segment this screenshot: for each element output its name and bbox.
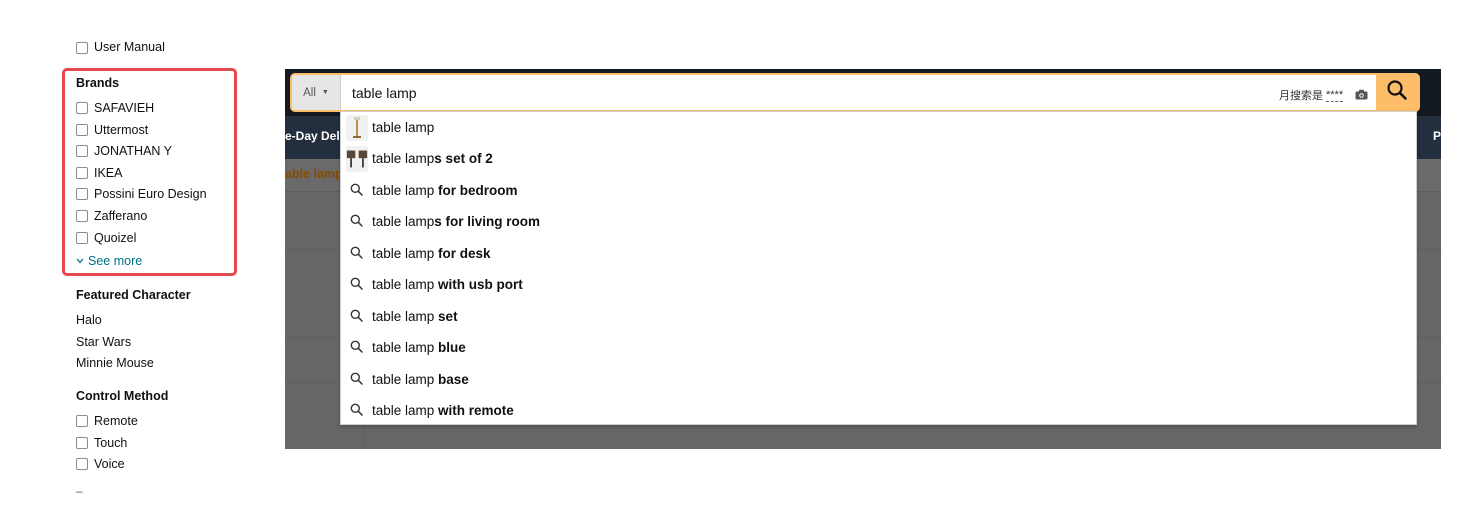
department-label: All: [303, 86, 316, 99]
brand-filter-ikea[interactable]: IKEA: [76, 164, 123, 182]
checkbox[interactable]: [76, 188, 88, 200]
control-filter-voice[interactable]: Voice: [76, 455, 125, 473]
filter-label: Possini Euro Design: [94, 187, 207, 201]
suggestion-item[interactable]: table lamp: [341, 112, 1416, 143]
character-link-minnie-mouse[interactable]: Minnie Mouse: [76, 356, 154, 370]
search-icon: [350, 309, 363, 325]
brand-filter-uttermost[interactable]: Uttermost: [76, 121, 148, 139]
suggestion-item[interactable]: table lamp set: [341, 301, 1416, 332]
lamp-set-thumbnail: [345, 145, 368, 172]
brand-filter-quoizel[interactable]: Quoizel: [76, 229, 136, 247]
checkbox[interactable]: [76, 415, 88, 427]
brand-filter-safavieh[interactable]: SAFAVIEH: [76, 99, 154, 117]
search-icon: [1386, 79, 1408, 106]
breadcrumb-fragment[interactable]: able lamp: [285, 167, 343, 181]
search-suggestions-dropdown: table lamp table lamps set of 2 table la…: [340, 111, 1417, 425]
search-submit-button[interactable]: [1376, 75, 1418, 110]
brands-highlight-box: [62, 68, 237, 276]
monthly-label: 月搜索是: [1279, 90, 1323, 102]
monthly-search-info: 月搜索是 ****: [1279, 87, 1344, 103]
suggestion-item[interactable]: table lamp with remote: [341, 395, 1416, 426]
suggestion-item[interactable]: table lamp blue: [341, 332, 1416, 363]
search-icon: [350, 246, 363, 262]
featured-character-title: Featured Character: [76, 288, 191, 302]
filter-label: Voice: [94, 457, 125, 471]
filter-label: JONATHAN Y: [94, 144, 173, 158]
control-filter-remote[interactable]: Remote: [76, 412, 138, 430]
checkbox[interactable]: [76, 42, 88, 54]
filter-label: IKEA: [94, 166, 123, 180]
suggestion-item[interactable]: table lamps for living room: [341, 206, 1416, 237]
suggestion-item[interactable]: table lamps set of 2: [341, 143, 1416, 174]
see-more-label: See more: [88, 254, 143, 268]
filter-label: User Manual: [94, 42, 165, 54]
filter-label: Quoizel: [94, 231, 137, 245]
checkbox[interactable]: [76, 232, 88, 244]
character-link-star-wars[interactable]: Star Wars: [76, 335, 132, 349]
filter-label: Touch: [94, 436, 128, 450]
checkbox[interactable]: [76, 458, 88, 470]
subnav-link-fragment[interactable]: e-Day Deli: [285, 129, 344, 143]
see-more-link[interactable]: See more: [76, 254, 142, 268]
search-icon: [350, 277, 363, 293]
search-icon: [350, 214, 363, 230]
department-select[interactable]: All ▼: [292, 75, 341, 110]
filter-label: Uttermost: [94, 123, 149, 137]
checkbox[interactable]: [76, 210, 88, 222]
checkbox[interactable]: [76, 124, 88, 136]
control-filter-touch[interactable]: Touch: [76, 434, 127, 452]
clipped-filter-item[interactable]: User Manual: [76, 42, 165, 54]
caret-down-icon: ▼: [321, 89, 329, 96]
monthly-value: ****: [1326, 88, 1344, 102]
brand-filter-possini[interactable]: Possini Euro Design: [76, 185, 207, 203]
suggestion-item[interactable]: table lamp base: [341, 364, 1416, 395]
character-link-halo[interactable]: Halo: [76, 313, 102, 327]
subnav-right-fragment[interactable]: Pl: [1433, 129, 1441, 143]
search-input[interactable]: [352, 75, 1252, 110]
search-icon: [350, 340, 363, 356]
filter-label: Remote: [94, 414, 138, 428]
checkbox[interactable]: [76, 167, 88, 179]
suggestion-item[interactable]: table lamp for desk: [341, 238, 1416, 269]
checkbox[interactable]: [76, 102, 88, 114]
control-method-title: Control Method: [76, 389, 169, 403]
suggestion-item[interactable]: table lamp with usb port: [341, 269, 1416, 300]
search-icon: [350, 372, 363, 388]
camera-icon[interactable]: [1355, 87, 1368, 100]
filter-label: SAFAVIEH: [94, 101, 155, 115]
checkbox[interactable]: [76, 437, 88, 449]
trailing-dash: –: [76, 484, 83, 498]
filter-sidebar: Brands SAFAVIEH Uttermost JONATHAN Y IKE…: [64, 0, 244, 507]
chevron-down-icon: [76, 256, 84, 267]
filter-label: Zafferano: [94, 209, 148, 223]
search-icon: [350, 183, 363, 199]
brand-filter-zafferano[interactable]: Zafferano: [76, 207, 147, 225]
brands-title: Brands: [76, 76, 120, 90]
search-bar: All ▼ 月搜索是 ****: [290, 73, 1420, 112]
brand-filter-jonathan-y[interactable]: JONATHAN Y: [76, 142, 172, 160]
checkbox[interactable]: [76, 145, 88, 157]
suggestion-item[interactable]: table lamp for bedroom: [341, 175, 1416, 206]
table-lamp-thumbnail: [345, 114, 368, 141]
search-icon: [350, 403, 363, 419]
